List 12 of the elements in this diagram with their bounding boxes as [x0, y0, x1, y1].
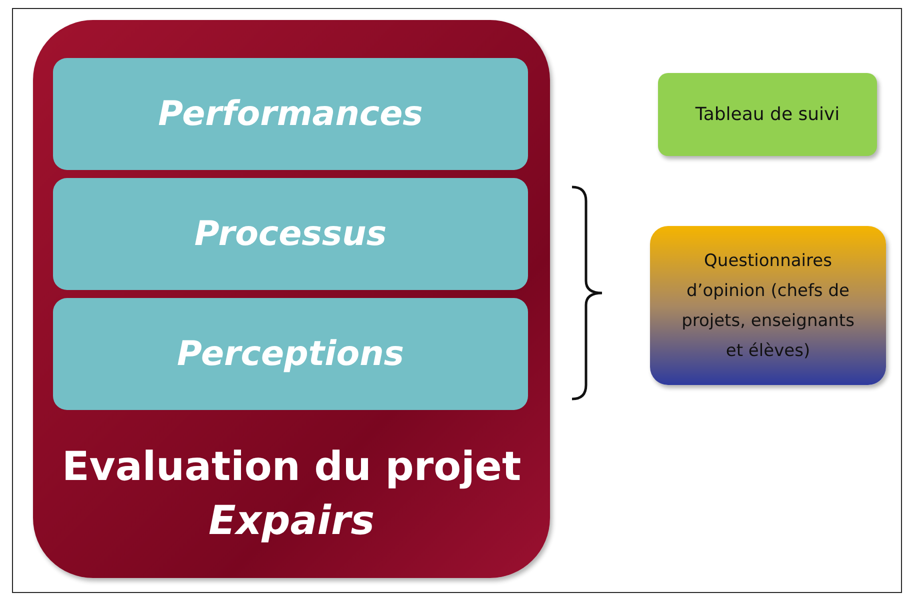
box-label: Processus — [194, 214, 387, 254]
box-label: Perceptions — [176, 334, 404, 374]
box-label: Tableau de suivi — [695, 104, 840, 125]
process-box — [53, 298, 528, 410]
group-box — [33, 20, 550, 578]
tool-box — [650, 226, 886, 385]
tool-box — [658, 73, 877, 156]
process-box — [53, 58, 528, 170]
process-box — [53, 178, 528, 290]
group-title: Evaluation du projet Expairs — [62, 443, 522, 546]
box-label: Questionnaires d’opinion (chefs de projets, enseignants et élèves) — [680, 250, 856, 362]
box-label: Performances — [158, 94, 423, 134]
